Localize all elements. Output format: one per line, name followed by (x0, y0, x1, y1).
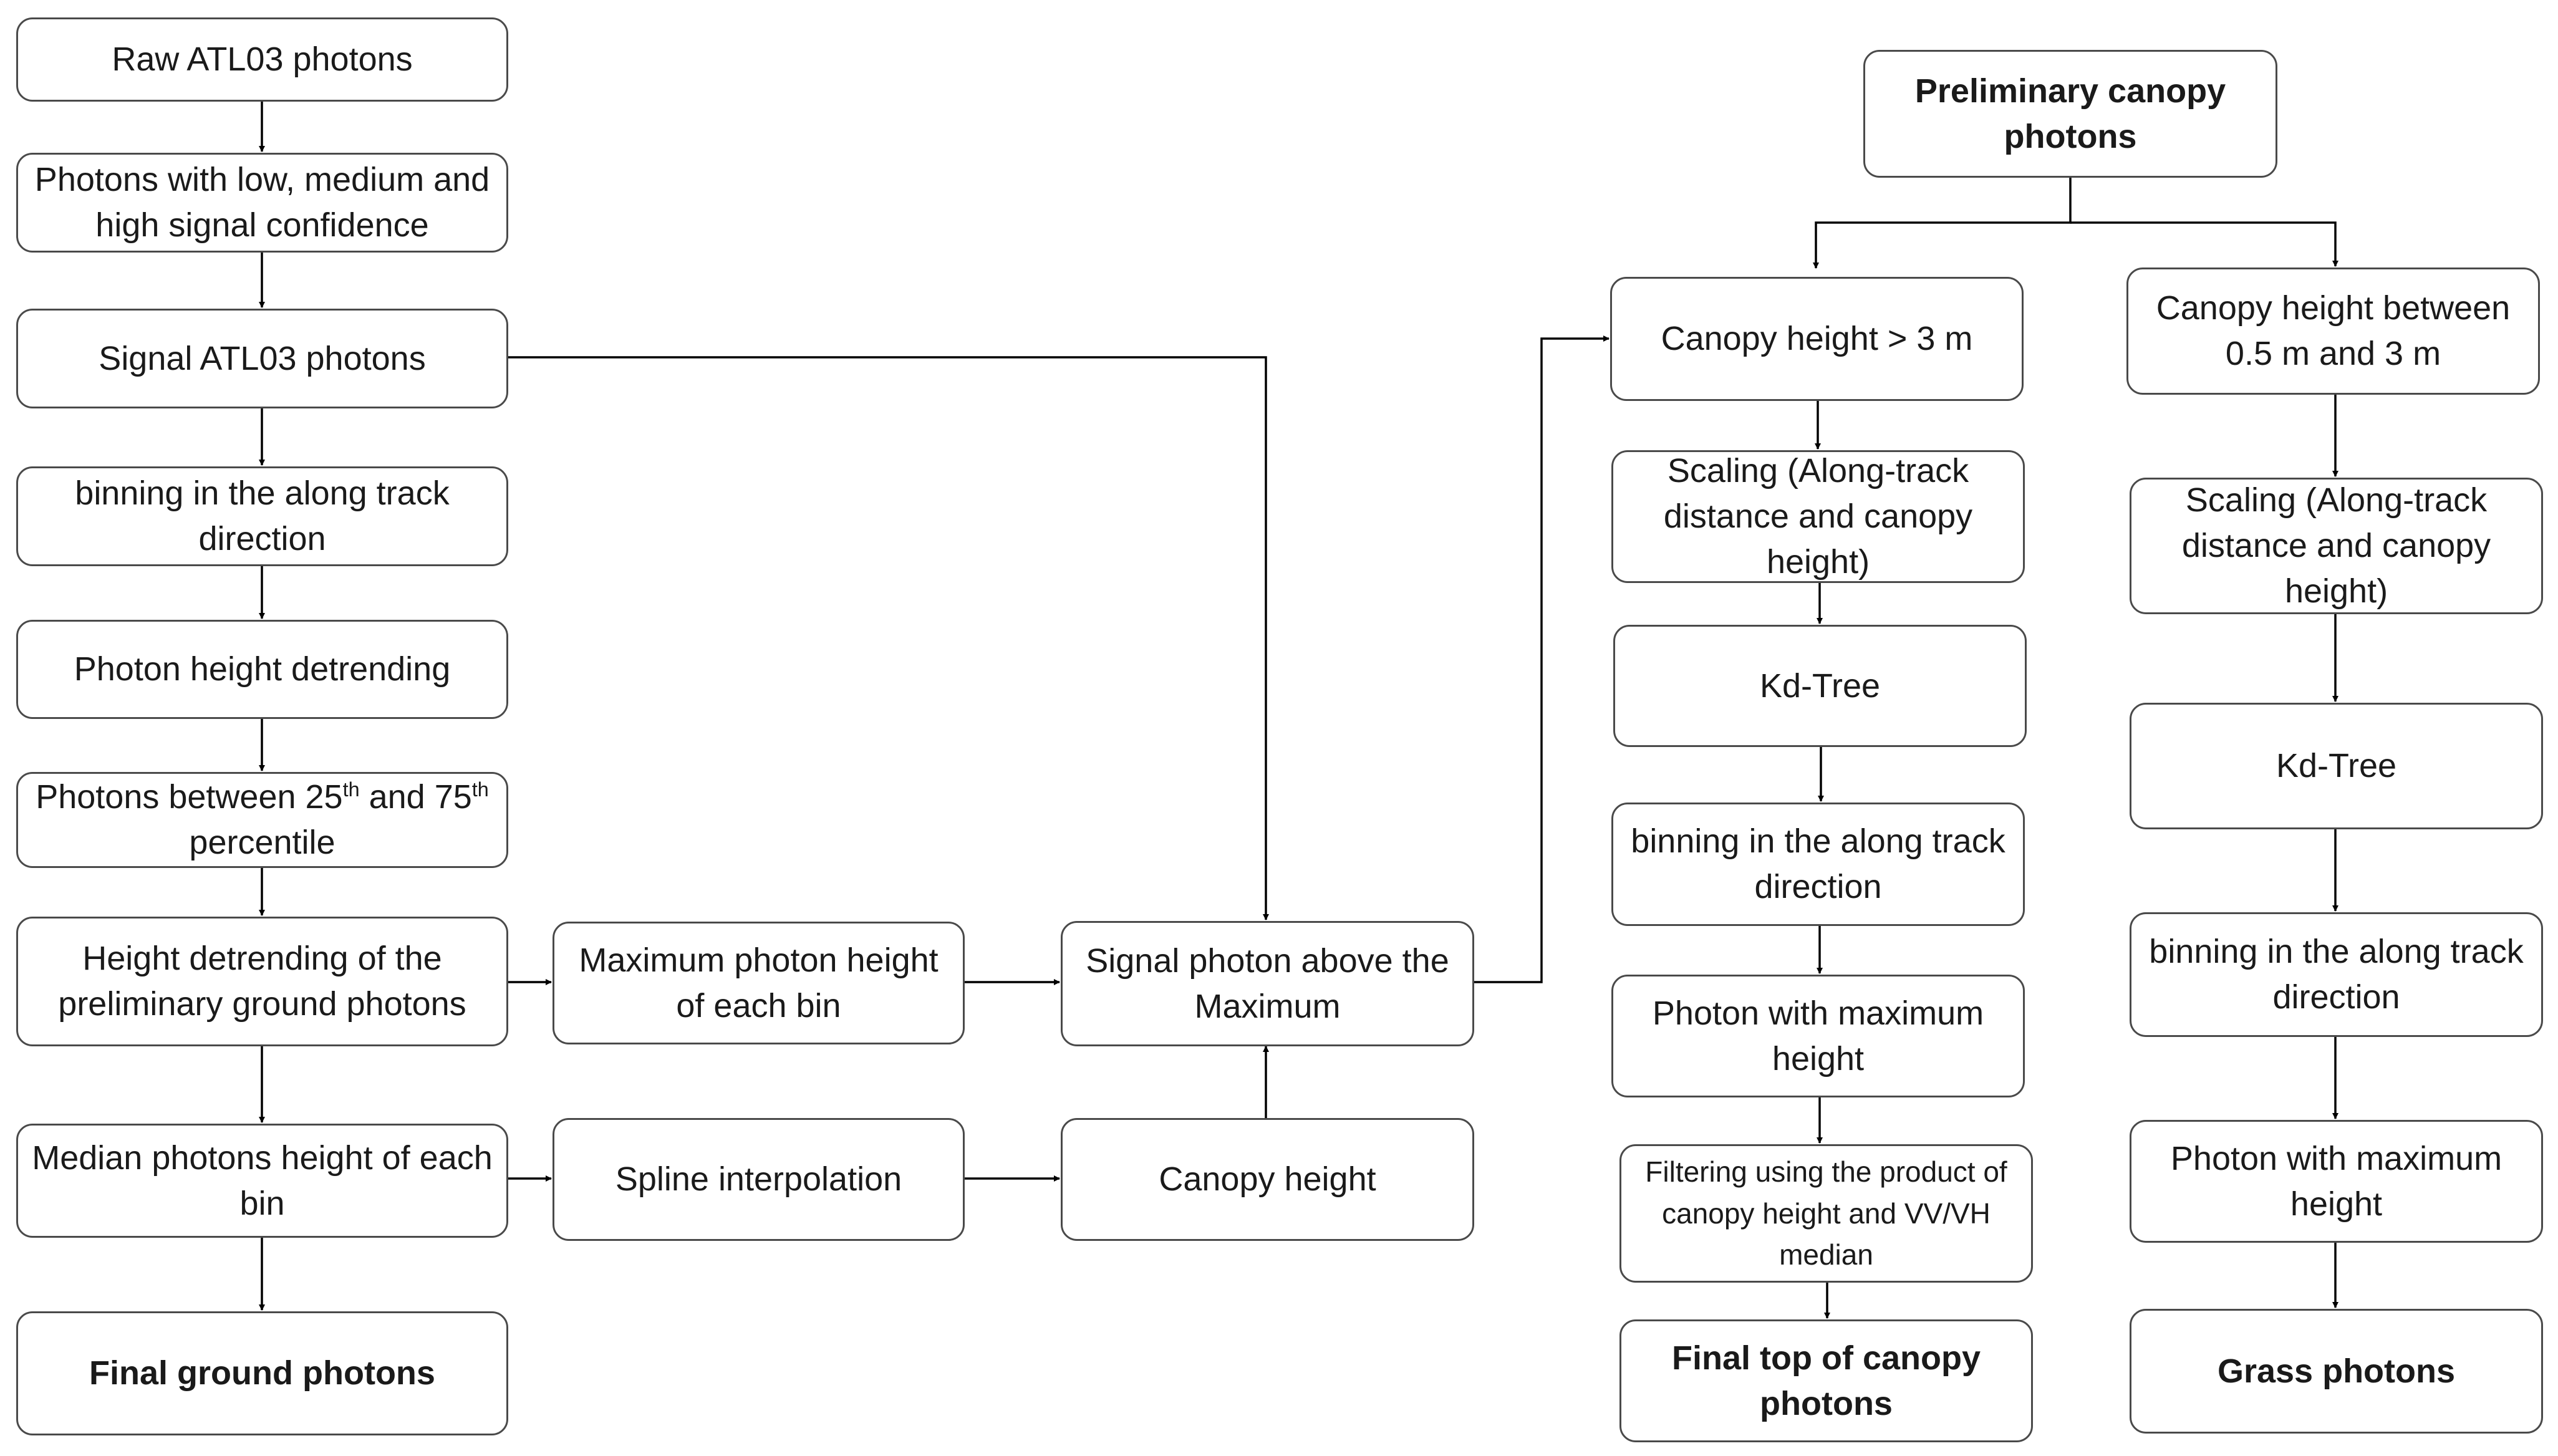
spline-interpolation-label: Spline interpolation (615, 1160, 902, 1198)
final-canopy-photons-label: Final top of canopy photons (1672, 1339, 1981, 1422)
max-photon-height-label: Maximum photon height of each bin (579, 941, 939, 1025)
signal-above-maximum-box: Signal photon above the Maximum (1061, 921, 1474, 1046)
median-height-box: Median photons height of each bin (16, 1124, 508, 1238)
canopy-max-photon-box: Photon with maximum height (1611, 975, 2025, 1097)
canopy-kdtree-box: Kd-Tree (1613, 625, 2027, 747)
final-ground-photons-box: Final ground photons (16, 1311, 508, 1435)
percentile-sup-2: th (471, 778, 489, 801)
preliminary-canopy-label: Preliminary canopy photons (1914, 72, 2226, 155)
canopy-height-label: Canopy height (1159, 1160, 1376, 1198)
canopy-filtering-label: Filtering using the product of canopy he… (1645, 1155, 2007, 1271)
arrow-signal-above-to-canopy-condition (1474, 335, 1610, 983)
canopy-binning-box: binning in the along track direction (1611, 803, 2025, 926)
canopy-over-3m-box: Canopy height > 3 m (1610, 277, 2024, 401)
grass-max-photon-box: Photon with maximum height (2130, 1120, 2543, 1243)
grass-binning-box: binning in the along track direction (2130, 912, 2543, 1037)
canopy-max-photon-label: Photon with maximum height (1652, 994, 1984, 1078)
percentile-filter-label: Photons between 25th and 75th percentile (32, 774, 493, 865)
percentile-filter-box: Photons between 25th and 75th percentile (16, 772, 508, 868)
along-track-binning-box: binning in the along track direction (16, 466, 508, 566)
grass-scaling-label: Scaling (Along-track distance and canopy… (2181, 481, 2491, 610)
canopy-kdtree-label: Kd-Tree (1759, 667, 1881, 705)
percentile-text-2: and 75 (359, 778, 472, 816)
grass-binning-label: binning in the along track direction (2149, 933, 2524, 1016)
max-photon-height-box: Maximum photon height of each bin (553, 922, 965, 1044)
grass-photons-box: Grass photons (2130, 1309, 2543, 1434)
canopy-over-3m-label: Canopy height > 3 m (1661, 320, 1973, 358)
signal-photons-label: Signal ATL03 photons (99, 339, 426, 377)
canopy-height-box: Canopy height (1061, 1118, 1474, 1241)
signal-confidence-box: Photons with low, medium and high signal… (16, 153, 508, 253)
canopy-binning-label: binning in the along track direction (1631, 822, 2005, 905)
ground-detrending-box: Height detrending of the preliminary gro… (16, 917, 508, 1046)
canopy-filtering-box: Filtering using the product of canopy he… (1619, 1144, 2033, 1283)
signal-photons-box: Signal ATL03 photons (16, 309, 508, 408)
canopy-scaling-label: Scaling (Along-track distance and canopy… (1663, 452, 1973, 581)
raw-photons-label: Raw ATL03 photons (112, 41, 413, 79)
grass-photons-label: Grass photons (2217, 1352, 2456, 1390)
signal-confidence-label: Photons with low, medium and high signal… (34, 161, 490, 244)
preliminary-canopy-box: Preliminary canopy photons (1863, 50, 2277, 178)
percentile-sup-1: th (342, 778, 360, 801)
grass-condition-box: Canopy height between 0.5 m and 3 m (2126, 268, 2540, 395)
photon-height-detrending-label: Photon height detrending (74, 650, 451, 688)
canopy-scaling-box: Scaling (Along-track distance and canopy… (1611, 450, 2025, 583)
grass-kdtree-label: Kd-Tree (2276, 747, 2397, 785)
percentile-text-3: percentile (189, 824, 335, 861)
raw-photons-box: Raw ATL03 photons (16, 17, 508, 102)
final-ground-photons-label: Final ground photons (89, 1354, 435, 1392)
grass-scaling-box: Scaling (Along-track distance and canopy… (2130, 478, 2543, 614)
grass-condition-label: Canopy height between 0.5 m and 3 m (2156, 289, 2511, 372)
photon-height-detrending-box: Photon height detrending (16, 620, 508, 719)
signal-above-maximum-label: Signal photon above the Maximum (1086, 942, 1449, 1025)
grass-kdtree-box: Kd-Tree (2130, 703, 2543, 829)
median-height-label: Median photons height of each bin (32, 1139, 493, 1222)
arrow-signal-to-signal-above (508, 356, 1269, 920)
along-track-binning-label: binning in the along track direction (75, 475, 450, 557)
grass-max-photon-label: Photon with maximum height (2170, 1139, 2502, 1223)
connector-preliminary-split (1813, 178, 2072, 269)
final-canopy-photons-box: Final top of canopy photons (1619, 1319, 2033, 1442)
spline-interpolation-box: Spline interpolation (553, 1118, 965, 1241)
connector-preliminary-split-right (2070, 221, 2338, 267)
percentile-text-1: Photons between 25 (36, 778, 343, 816)
ground-detrending-label: Height detrending of the preliminary gro… (58, 940, 466, 1023)
